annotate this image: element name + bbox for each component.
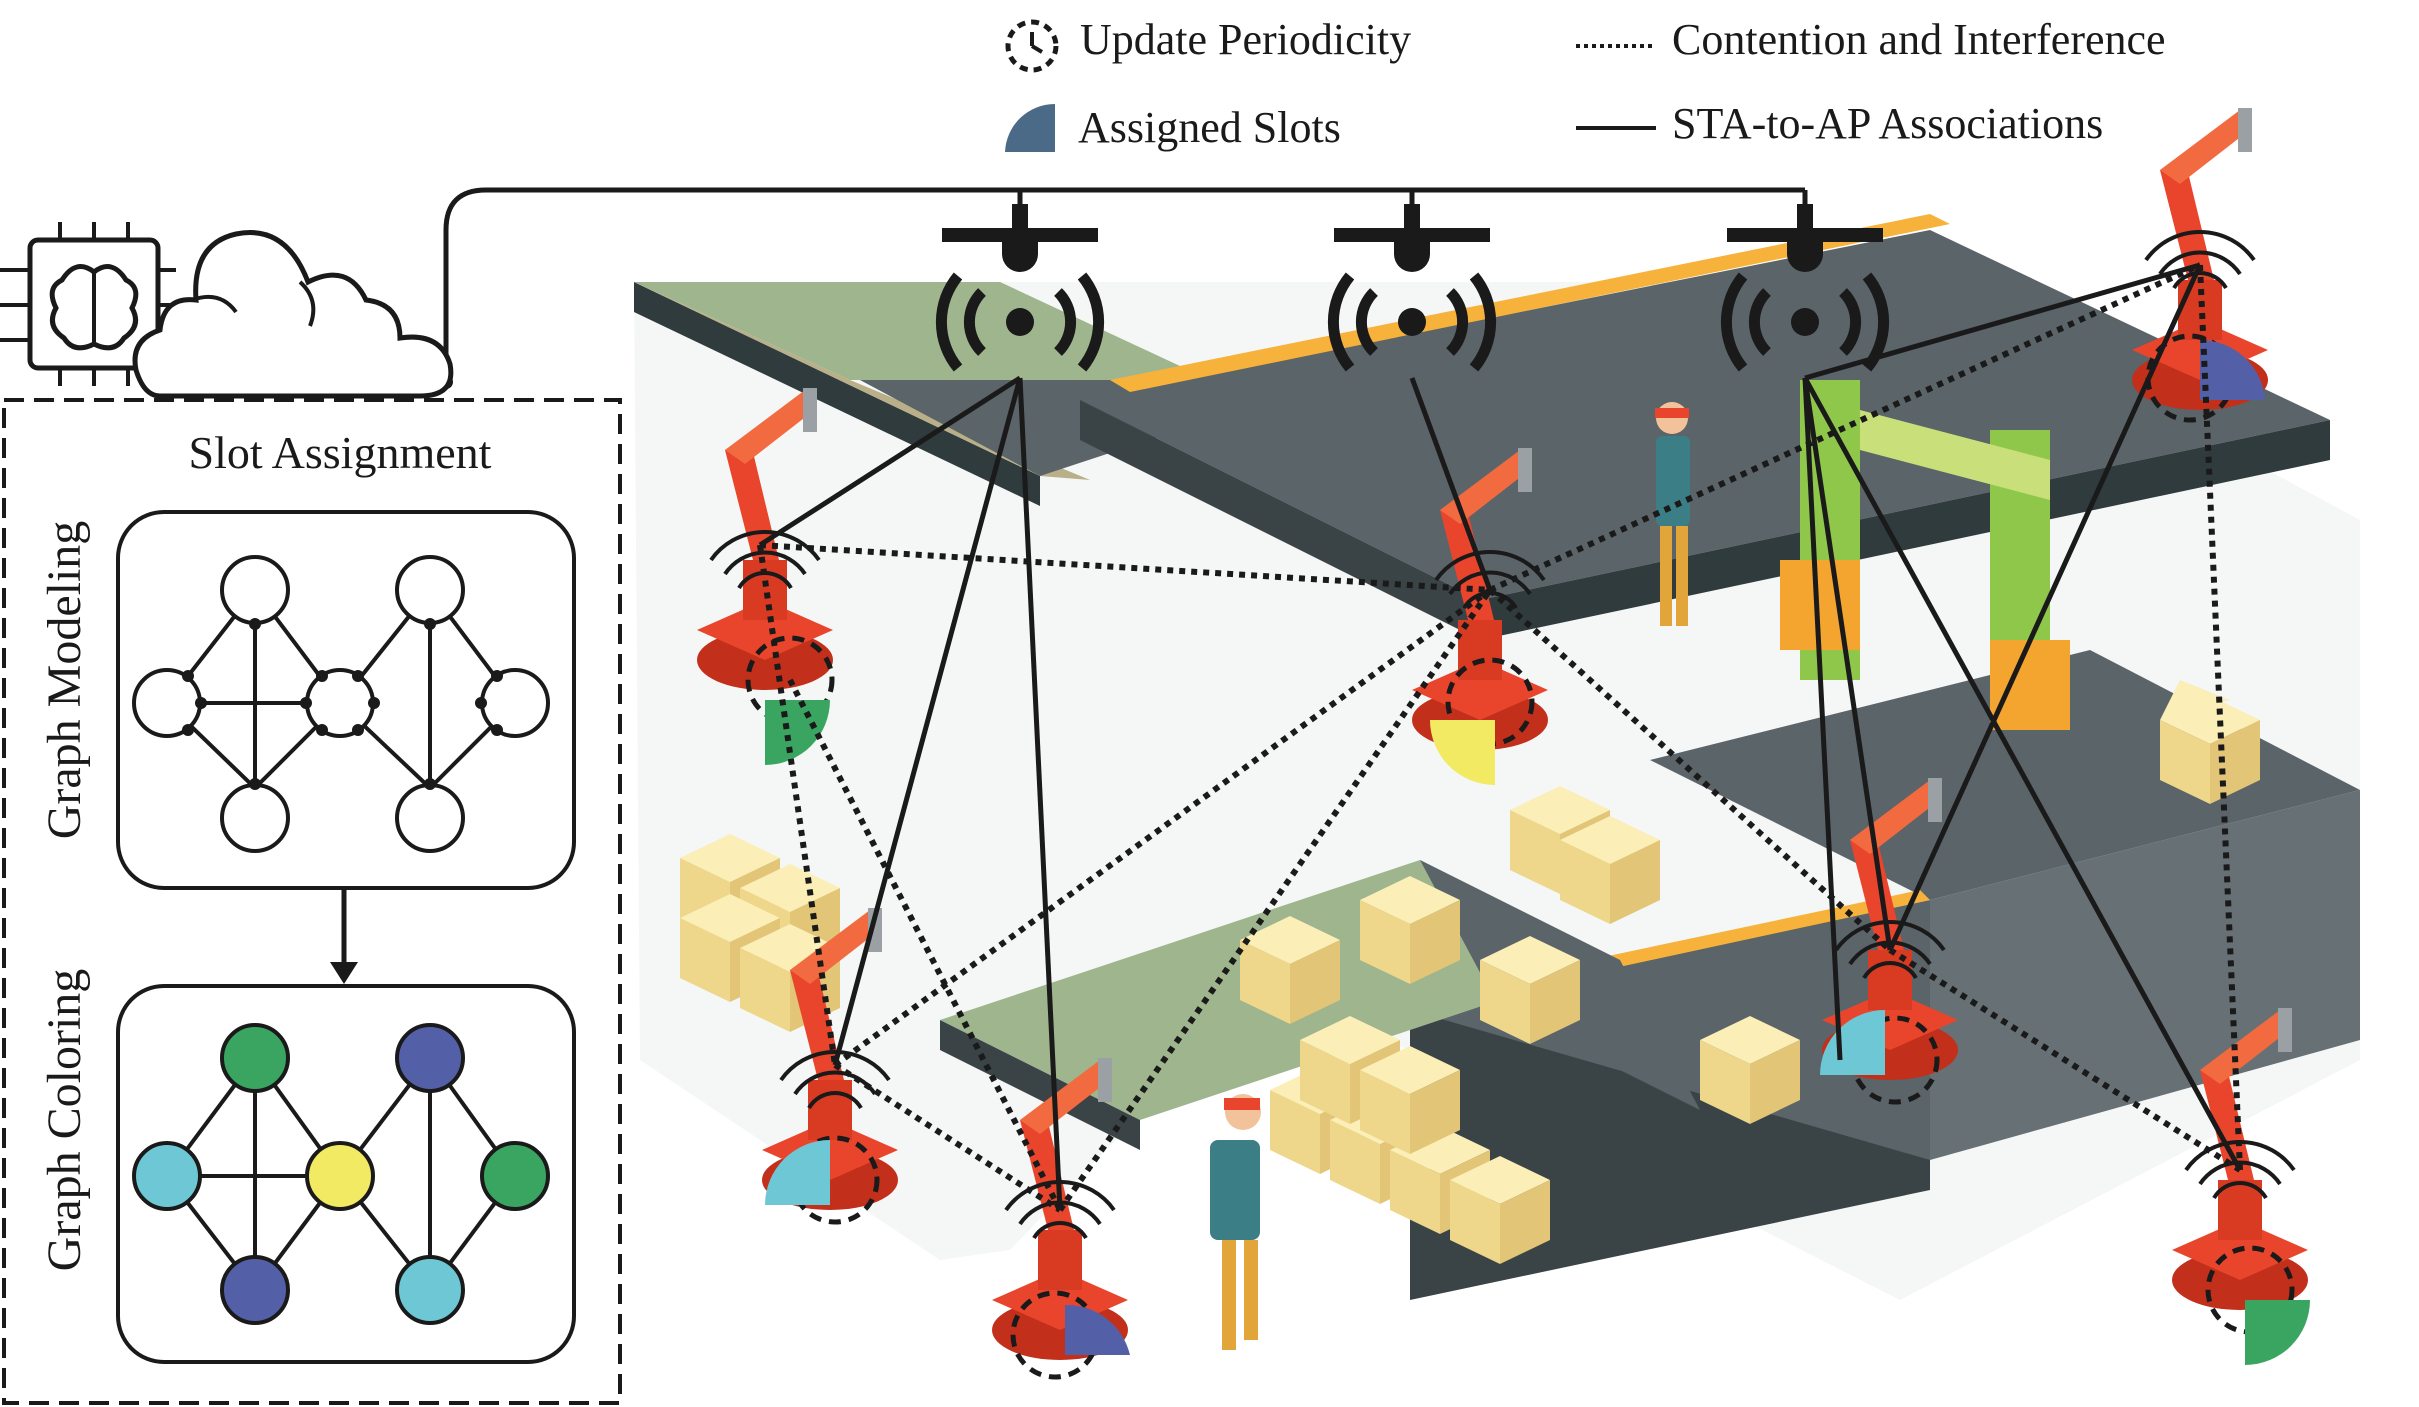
association-links <box>758 262 2243 1211</box>
station-markers <box>709 229 2310 1380</box>
graph-modeling-box <box>116 510 576 890</box>
color-node-5 <box>480 1141 550 1211</box>
open-box <box>2160 680 2260 804</box>
factory-scene <box>634 108 2360 1360</box>
update-periodicity-icon <box>1005 19 1059 73</box>
graph-coloring-box <box>116 984 576 1364</box>
legend: Update Periodicity Assigned Slots Conten… <box>1005 15 2166 152</box>
color-node-3 <box>132 1141 202 1211</box>
station-4 <box>765 1049 891 1225</box>
color-node-7 <box>395 1255 465 1325</box>
color-node-2 <box>395 1023 465 1093</box>
station-6 <box>1820 919 1946 1105</box>
color-node-4 <box>305 1141 375 1211</box>
station-5 <box>1004 1179 1130 1380</box>
slot-assignment-panel: Slot Assignment Graph Modeling Graph Col… <box>2 398 622 1405</box>
graph-modeling-label: Graph Modeling <box>38 521 91 840</box>
assigned-slot-icon <box>1005 103 1055 152</box>
modeling-to-coloring-arrow <box>330 888 358 984</box>
legend-assigned-slots: Assigned Slots <box>1078 103 1341 152</box>
legend-association: STA-to-AP Associations <box>1672 99 2103 148</box>
station-2 <box>1430 549 1546 785</box>
cloud-icon <box>132 230 454 399</box>
station-1 <box>709 529 835 765</box>
station-7 <box>2184 1139 2310 1365</box>
worker-icon <box>1655 402 1690 626</box>
conveyor-upper-main <box>1080 214 2330 640</box>
legend-update-periodicity: Update Periodicity <box>1080 15 1411 64</box>
contention-links <box>757 262 2243 1213</box>
worker-icon <box>1210 1094 1261 1350</box>
color-node-6 <box>220 1255 290 1325</box>
graph-coloring-label: Graph Coloring <box>38 969 91 1272</box>
panel-title: Slot Assignment <box>189 427 492 478</box>
legend-contention: Contention and Interference <box>1672 15 2166 64</box>
ai-chip-icon <box>0 222 176 386</box>
color-node-1 <box>220 1023 290 1093</box>
